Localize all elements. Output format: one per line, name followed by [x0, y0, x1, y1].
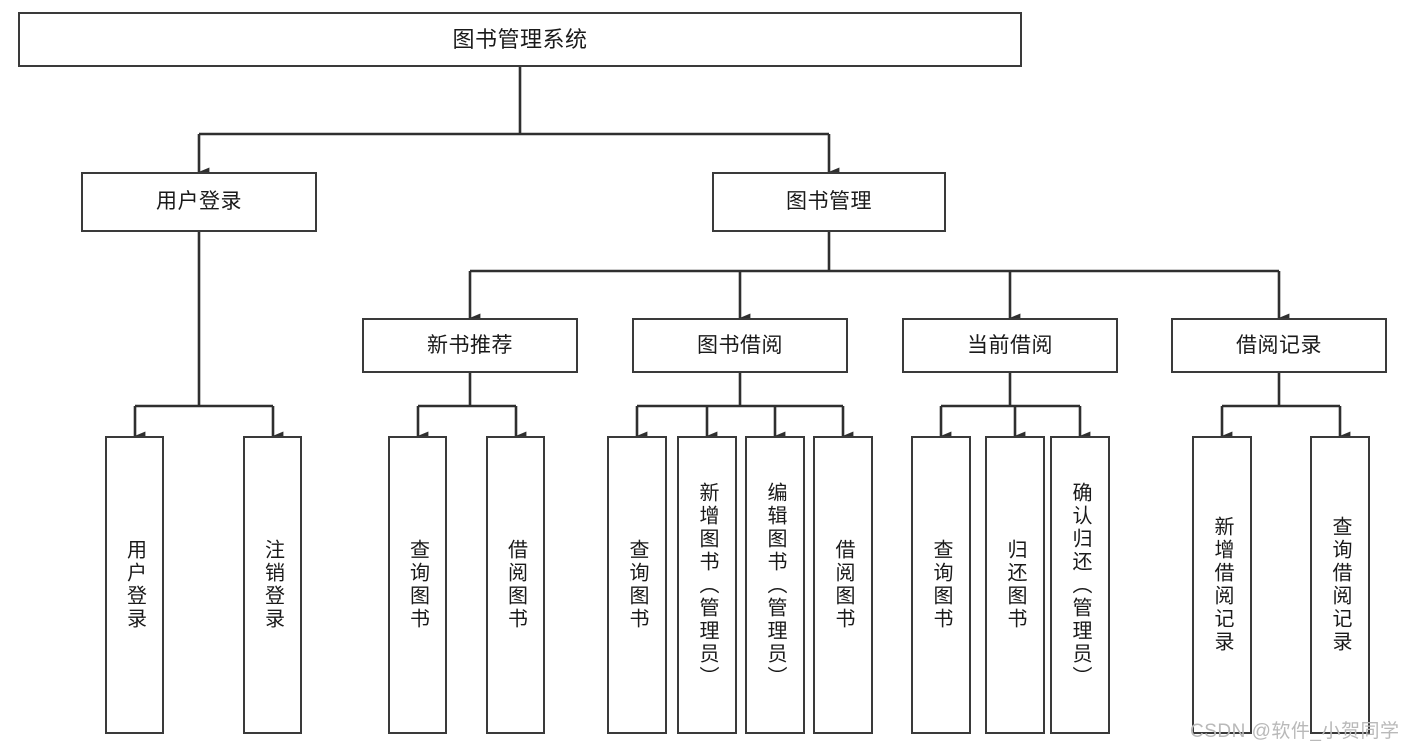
node-login[interactable]: 用户登录	[81, 172, 317, 232]
node-label: 新增借阅记录	[1211, 516, 1233, 654]
node-label: 查询图书	[626, 539, 648, 631]
node-leaf-rec-1[interactable]: 新增借阅记录	[1192, 436, 1252, 734]
node-leaf-cur-2[interactable]: 归还图书	[985, 436, 1045, 734]
node-label: 用户登录	[123, 539, 146, 631]
node-leaf-rec-2[interactable]: 查询借阅记录	[1310, 436, 1370, 734]
node-label: 查询图书	[930, 539, 952, 631]
node-label: 图书管理	[786, 190, 872, 214]
node-label: 查询图书	[406, 539, 429, 631]
node-newbook[interactable]: 新书推荐	[362, 318, 578, 373]
node-leaf-new-1[interactable]: 查询图书	[388, 436, 447, 734]
node-leaf-cur-3[interactable]: 确认归还（管理员）	[1050, 436, 1110, 734]
node-leaf-new-2[interactable]: 借阅图书	[486, 436, 545, 734]
node-bookmgmt[interactable]: 图书管理	[712, 172, 946, 232]
node-label: 当前借阅	[967, 333, 1053, 357]
node-label: 用户登录	[156, 190, 242, 214]
node-current[interactable]: 当前借阅	[902, 318, 1118, 373]
node-label: 图书借阅	[697, 333, 783, 357]
csdn-watermark: CSDN @软件_小贺同学	[1190, 721, 1400, 742]
node-leaf-login-2[interactable]: 注销登录	[243, 436, 302, 734]
node-label: 确认归还（管理员）	[1069, 481, 1091, 689]
node-label: 借阅记录	[1236, 333, 1322, 357]
node-label: 借阅图书	[832, 539, 854, 631]
node-label: 新增图书（管理员）	[696, 481, 718, 689]
node-leaf-borrow-2[interactable]: 新增图书（管理员）	[677, 436, 737, 734]
node-label: 新书推荐	[427, 333, 513, 357]
node-label: 查询借阅记录	[1329, 516, 1351, 654]
node-label: 归还图书	[1004, 539, 1026, 631]
node-leaf-borrow-3[interactable]: 编辑图书（管理员）	[745, 436, 805, 734]
node-label: 图书管理系统	[452, 26, 588, 52]
node-leaf-borrow-4[interactable]: 借阅图书	[813, 436, 873, 734]
node-label: 注销登录	[261, 539, 284, 631]
node-root[interactable]: 图书管理系统	[18, 12, 1022, 67]
edge-paths	[133, 67, 1351, 441]
node-records[interactable]: 借阅记录	[1171, 318, 1387, 373]
node-leaf-borrow-1[interactable]: 查询图书	[607, 436, 667, 734]
node-label: 编辑图书（管理员）	[764, 481, 786, 689]
node-leaf-login-1[interactable]: 用户登录	[105, 436, 164, 734]
node-label: 借阅图书	[504, 539, 527, 631]
node-leaf-cur-1[interactable]: 查询图书	[911, 436, 971, 734]
node-borrow[interactable]: 图书借阅	[632, 318, 848, 373]
